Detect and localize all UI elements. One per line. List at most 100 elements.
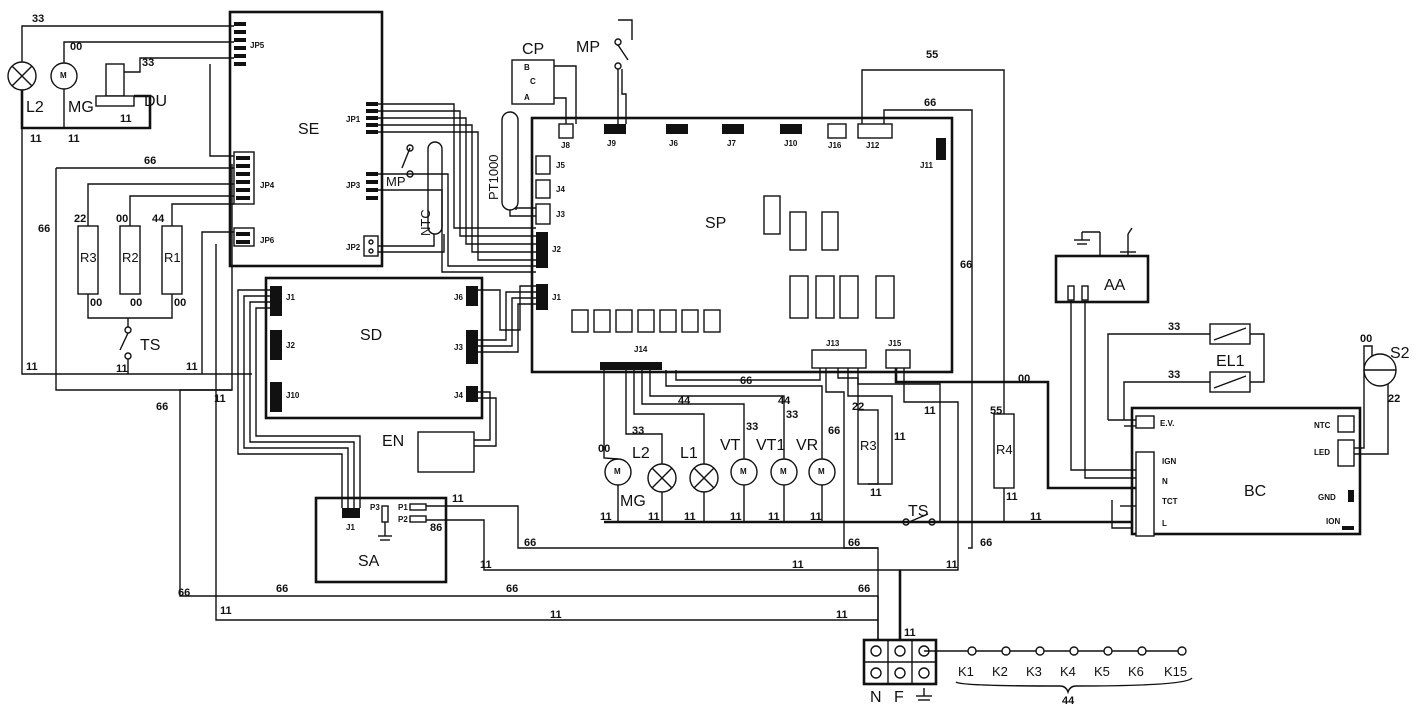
wire-22-a: 22: [74, 213, 86, 225]
wire-33-f: 33: [1168, 321, 1180, 333]
wire-66-i: 66: [848, 537, 860, 549]
key-contacts: K1 K2 K3 K4 K5 K6 K15 44: [924, 646, 1193, 707]
r3-bottom-label: R3: [860, 438, 877, 453]
resistor-r4: R4: [993, 413, 1015, 489]
board-sd: SD J1 J2 J10 J6 J3 J4: [264, 276, 484, 420]
ts-switch-left: TS: [119, 326, 160, 360]
wire-11-h: 11: [220, 605, 232, 617]
wire-22-b: 22: [852, 401, 864, 413]
wire-11-p: 11: [894, 431, 906, 443]
el1-label: EL1: [1216, 353, 1245, 370]
svg-text:M: M: [818, 467, 825, 476]
motor-vr: M VR: [796, 437, 836, 486]
board-se: SE JP5 JP1 JP4 JP3 JP6 JP2 MP: [228, 10, 443, 268]
wire-44-a: 44: [152, 213, 165, 225]
key-k4: K4: [1060, 664, 1076, 679]
sp-j5-label: J5: [556, 161, 565, 170]
ntc-sensor: NTC: [418, 141, 443, 236]
r2-left-label: R2: [122, 250, 139, 265]
sp-j3-label: J3: [556, 210, 565, 219]
s2-sensor: S2: [1363, 345, 1410, 387]
wire-22-c: 22: [1388, 393, 1400, 405]
bc-tct-label: TCT: [1162, 497, 1178, 506]
resistor-r1-left: R1: [161, 225, 183, 295]
sp-j6-label: J6: [669, 139, 678, 148]
se-jp2-label: JP2: [346, 243, 361, 252]
sd-j10-label: J10: [286, 391, 300, 400]
sp-j16-label: J16: [828, 141, 842, 150]
s2-label: S2: [1390, 345, 1410, 362]
bc-ion-label: ION: [1326, 517, 1340, 526]
wire-11-e: 11: [116, 363, 128, 375]
wire-33-a: 33: [32, 13, 44, 25]
vr-label: VR: [796, 437, 818, 454]
sp-j11-label: J11: [920, 161, 933, 170]
sd-j3-label: J3: [454, 343, 463, 352]
se-mp-switch: MP: [386, 144, 414, 189]
se-jp6-label: JP6: [260, 236, 275, 245]
wire-11-d: 11: [26, 361, 38, 373]
wire-33-e: 33: [786, 409, 798, 421]
en-label: EN: [382, 433, 404, 450]
wire-00-a: 00: [70, 41, 82, 53]
svg-text:M: M: [740, 467, 747, 476]
key-k5: K5: [1094, 664, 1110, 679]
sp-j4-label: J4: [556, 185, 565, 194]
board-se-label: SE: [298, 121, 319, 138]
se-jp5-label: JP5: [250, 41, 265, 50]
wire-11-a: 11: [120, 113, 132, 125]
cp-label: CP: [522, 41, 544, 58]
se-mp-label: MP: [386, 174, 406, 189]
wire-33-d: 33: [746, 421, 758, 433]
mp-switch-top: MP: [576, 38, 629, 70]
wire-66-f: 66: [506, 583, 518, 595]
sp-j7-label: J7: [727, 139, 736, 148]
wire-66-n: 66: [828, 425, 840, 437]
wire-33-c: 33: [632, 425, 644, 437]
mg-left-label: MG: [68, 99, 94, 116]
wire-11-t: 11: [1030, 511, 1042, 523]
wire-66-j: 66: [980, 537, 992, 549]
wire-66-h: 66: [524, 537, 536, 549]
wire-11-m: 11: [792, 559, 804, 571]
wire-numbers: 33 00 33 11 11 11 66 66 22 00 44 00 00 0…: [26, 13, 1400, 639]
bc-gnd-label: GND: [1318, 493, 1336, 502]
terminal-block: N F: [862, 638, 938, 706]
board-sa-label: SA: [358, 553, 380, 570]
sa-p1-label: P1: [398, 503, 408, 512]
key-k6: K6: [1128, 664, 1144, 679]
se-jp4-label: JP4: [260, 181, 275, 190]
wire-66-m: 66: [740, 375, 752, 387]
board-bc-label: BC: [1244, 483, 1266, 500]
wire-11-v: 11: [648, 511, 660, 523]
key-k1: K1: [958, 664, 974, 679]
wire-00-d: 00: [130, 297, 142, 309]
board-bc: BC E.V. IGN N TCT L NTC LED GND ION: [1130, 406, 1362, 537]
ntc-label: NTC: [418, 209, 433, 236]
wire-11-c: 11: [68, 133, 80, 145]
sa-j1-label: J1: [346, 523, 355, 532]
sp-j9-label: J9: [607, 139, 616, 148]
wire-11-k: 11: [452, 493, 464, 505]
ts-bottom-label: TS: [908, 503, 928, 520]
resistor-r3-bottom: R3: [857, 409, 879, 485]
board-sa: SA J1 P3 P1 P2 86: [314, 496, 448, 584]
pt1000-sensor: PT1000: [486, 111, 519, 211]
key-k15: K15: [1164, 664, 1187, 679]
wire-44-c: 44: [778, 395, 791, 407]
bc-ev-label: E.V.: [1160, 419, 1174, 428]
wire-11-q: 11: [924, 405, 936, 417]
bc-ntc-label: NTC: [1314, 421, 1331, 430]
sd-j4-label: J4: [454, 391, 463, 400]
wire-55-a: 55: [926, 49, 938, 61]
wire-11-j: 11: [836, 609, 848, 621]
wire-00-g: 00: [1018, 373, 1030, 385]
wiring: [20, 19, 1389, 640]
du-device: DU: [95, 63, 167, 110]
bc-led-label: LED: [1314, 448, 1330, 457]
r1-left-label: R1: [164, 250, 181, 265]
wire-00-c: 00: [90, 297, 102, 309]
wire-66-e: 66: [276, 583, 288, 595]
wire-33-g: 33: [1168, 369, 1180, 381]
cp-pin-a: A: [524, 93, 530, 102]
